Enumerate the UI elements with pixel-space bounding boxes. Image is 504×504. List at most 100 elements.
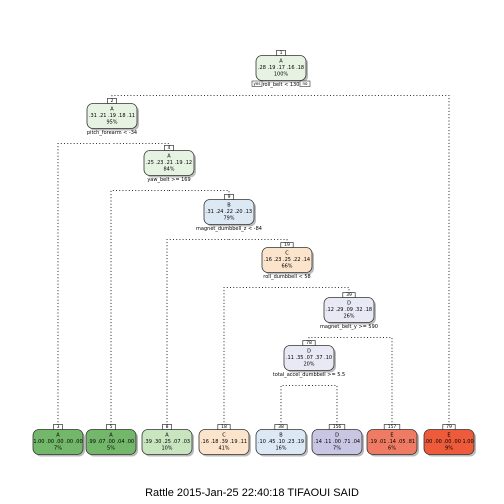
tree-node: 79E.00 .00 .00 .00 1.009%	[423, 424, 476, 457]
node-percent: 16%	[275, 446, 286, 452]
node-id-tab	[276, 50, 286, 56]
node-id-tab	[107, 98, 117, 104]
node-id-tab	[342, 292, 356, 298]
node-probs: .39 .30 .25 .07 .03	[144, 439, 190, 445]
node-class: D	[347, 301, 351, 307]
node-probs: .28 .19 .17 .16 .18	[258, 65, 304, 71]
tree-edge	[349, 336, 393, 426]
node-probs: .31 .24 .22 .20 .13	[206, 209, 252, 215]
node-id: 9	[228, 194, 231, 200]
node-percent: 6%	[388, 446, 396, 452]
branch-label-yes: yes	[254, 81, 261, 86]
node-id: 157	[388, 424, 397, 430]
node-id-tab	[383, 424, 401, 430]
node-id: 38	[278, 424, 284, 430]
plot-caption: Rattle 2015-Jan-25 22:40:18 TIFAOUI SAID	[145, 487, 359, 499]
node-percent: 10%	[161, 446, 172, 452]
node-probs: .25 .23 .21 .19 .12	[146, 160, 192, 166]
branch-tab-yes	[251, 80, 263, 87]
node-id: 78	[306, 340, 312, 346]
node-id: 79	[446, 424, 452, 430]
node-id-tab	[274, 424, 288, 430]
node-id-tab	[162, 424, 172, 430]
node-probs: .16 .18 .39 .19 .11	[201, 439, 247, 445]
tree-edge	[281, 94, 450, 426]
branch-tab-no	[299, 80, 311, 87]
node-class: C	[222, 433, 226, 439]
branch-label-no: no	[303, 81, 309, 86]
node-id-tab	[302, 340, 316, 346]
split-label: magnet_dumbbell_z < -84	[196, 226, 262, 232]
node-class: A	[167, 154, 171, 160]
node-id: 39	[346, 292, 352, 298]
node-class: A	[56, 433, 60, 439]
node-percent: 9%	[445, 446, 453, 452]
tree-edges	[57, 94, 450, 426]
node-probs: .10 .45 .10 .23 .19	[258, 439, 304, 445]
node-class: E	[390, 433, 393, 439]
tree-edge	[57, 142, 112, 426]
node-probs: .19 .01 .14 .05 .81	[369, 439, 415, 445]
tree-edge	[287, 286, 350, 294]
node-class: C	[285, 251, 289, 257]
node-percent: 100%	[274, 72, 289, 78]
tree-edge	[112, 142, 170, 147]
node-percent: 95%	[106, 120, 117, 126]
node-percent: 41%	[218, 446, 229, 452]
tree-edge	[110, 189, 169, 426]
node-id: 2	[111, 98, 114, 104]
node-class: A	[109, 433, 113, 439]
node-class: B	[227, 203, 231, 209]
split-label: yaw_belt >= 169	[147, 177, 190, 183]
node-percent: 79%	[223, 216, 234, 222]
node-class: B	[279, 433, 283, 439]
node-percent: 66%	[281, 264, 292, 270]
node-probs: .12 .29 .09 .32 .18	[326, 307, 372, 313]
node-id-tab	[280, 242, 294, 248]
split-label: roll_dumbbell < 58	[263, 274, 310, 280]
tree-node: 5A.99 .07 .00 .04 .005%	[85, 424, 138, 457]
node-id: 3	[57, 424, 60, 430]
node-probs: .00 .00 .00 .00 1.00	[424, 439, 473, 445]
node-id-tab	[53, 424, 63, 430]
node-probs: .11 .35 .07 .37 .10	[286, 355, 332, 361]
node-class: D	[307, 349, 311, 355]
split-label: roll_belt < 130	[263, 82, 300, 88]
tree-node: 3A1.00 .00 .00 .00 .007%	[32, 424, 85, 457]
node-probs: .16 .23 .25 .22 .14	[264, 257, 310, 263]
tree-edge	[229, 238, 288, 244]
node-id: 19	[284, 242, 290, 248]
node-percent: 20%	[303, 362, 314, 368]
node-percent: 7%	[333, 446, 341, 452]
tree-edge	[223, 286, 287, 426]
node-probs: .14 .11 .00 .71 .04	[314, 439, 360, 445]
node-percent: 26%	[343, 314, 354, 320]
node-class: A	[165, 433, 169, 439]
node-id: 18	[221, 424, 227, 430]
node-id: 1	[280, 50, 283, 56]
tree-edge	[111, 94, 281, 100]
tree-edge	[309, 384, 338, 426]
node-percent: 5%	[107, 446, 115, 452]
node-probs: .31 .21 .19 .18 .11	[89, 113, 135, 119]
node-class: D	[335, 433, 339, 439]
split-label: total_accel_dumbbell >= 5.5	[273, 372, 345, 378]
node-id-tab	[442, 424, 456, 430]
node-class: E	[447, 433, 450, 439]
node-probs: 1.00 .00 .00 .00 .00	[33, 439, 82, 445]
node-id: 5	[110, 424, 113, 430]
node-percent: 84%	[163, 167, 174, 173]
node-id-tab	[106, 424, 116, 430]
node-id-tab	[224, 194, 234, 200]
tree-edge	[169, 189, 230, 196]
